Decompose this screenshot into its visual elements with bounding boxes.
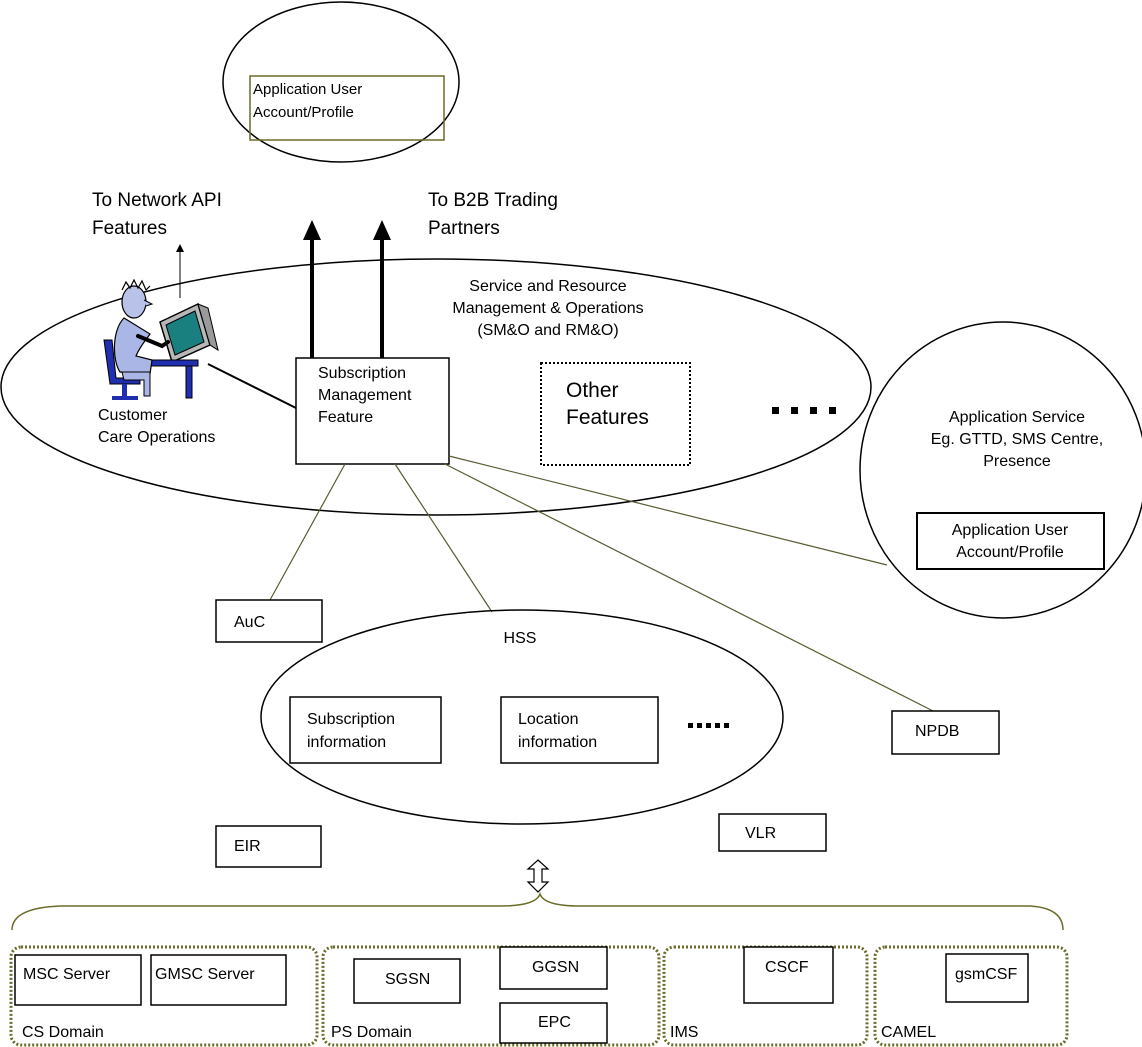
smo-title-line3: (SM&O and RM&O) [477, 322, 618, 339]
msc-server-label: MSC Server [23, 966, 111, 983]
cs-domain-label: CS Domain [22, 1024, 104, 1041]
gsmcsf-label: gsmCSF [955, 966, 1017, 983]
msc-server-box [14, 954, 142, 1006]
eir-label: EIR [234, 838, 261, 855]
b2b-label-line1: To B2B Trading [428, 190, 558, 211]
cs-domain-box [9, 945, 319, 1047]
gmsc-server-box [150, 954, 287, 1006]
thick-arrow-left-head [303, 220, 321, 240]
smo-title-line2: Management & Operations [452, 300, 643, 317]
other-features-line1: Other [566, 379, 619, 402]
b2b-label-line2: Partners [428, 218, 500, 239]
hss-subscription-line1: Subscription [307, 711, 395, 728]
ps-domain-label: PS Domain [331, 1024, 412, 1041]
app-service-title-line1: Application Service [949, 409, 1085, 426]
double-arrow-icon [526, 859, 550, 893]
epc-label: EPC [538, 1014, 571, 1031]
app-service-profile-line2: Account/Profile [956, 544, 1064, 561]
ims-domain-label: IMS [670, 1024, 698, 1041]
customer-care-link [207, 363, 297, 409]
subscription-feature-line3: Feature [318, 409, 373, 426]
customer-care-person-icon [103, 278, 219, 400]
app-service-title-line3: Presence [983, 453, 1051, 470]
eir-box [215, 825, 322, 868]
npdb-label: NPDB [915, 723, 959, 740]
smo-ellipse [0, 258, 872, 516]
customer-care-line1: Customer [98, 407, 168, 424]
subscription-feature-line1: Subscription [318, 365, 406, 382]
ps-domain-box [321, 945, 661, 1047]
application-service-circle [859, 321, 1142, 619]
hss-subscription-info-box [289, 696, 442, 764]
other-features-line2: Features [566, 406, 649, 429]
top-application-ellipse [222, 1, 460, 163]
top-profile-box [249, 75, 445, 141]
domains-brace [11, 891, 1064, 931]
subscription-links [269, 455, 936, 713]
top-profile-line2: Account/Profile [253, 104, 354, 121]
hss-location-line1: Location [518, 711, 579, 728]
vlr-box [718, 813, 827, 852]
hss-subscription-line2: information [307, 734, 386, 751]
ggsn-label: GGSN [532, 959, 579, 976]
app-service-profile-box [916, 512, 1105, 570]
hss-location-line2: information [518, 734, 597, 751]
app-service-title-line2: Eg. GTTD, SMS Centre, [931, 431, 1103, 448]
top-profile-line1: Application User [253, 81, 362, 98]
sgsn-box [353, 958, 461, 1004]
subscription-management-feature-box [295, 357, 450, 465]
network-api-label-line2: Features [92, 218, 167, 239]
npdb-box [891, 710, 1000, 755]
customer-care-line2: Care Operations [98, 429, 215, 446]
auc-box [215, 599, 323, 643]
top-application-group: Application User Account/Profile [222, 1, 460, 163]
sgsn-label: SGSN [385, 971, 430, 988]
smo-title-line1: Service and Resource [469, 278, 627, 295]
gsmcsf-box [945, 953, 1029, 1003]
camel-domain-box [873, 945, 1069, 1047]
network-api-label-line1: To Network API [92, 190, 222, 211]
hss-ellipse [260, 609, 784, 825]
epc-box [499, 1002, 608, 1044]
cscf-box [743, 946, 834, 1004]
smo-ellipsis-dots [772, 407, 836, 414]
hss-title: HSS [504, 630, 537, 647]
gmsc-server-label: GMSC Server [155, 966, 255, 983]
app-service-profile-line1: Application User [952, 522, 1069, 539]
hss-ellipsis-dots [688, 723, 729, 728]
hss-location-info-box [500, 696, 659, 764]
camel-domain-label: CAMEL [881, 1024, 936, 1041]
other-features-box [540, 362, 691, 466]
cscf-label: CSCF [765, 959, 809, 976]
auc-label: AuC [234, 614, 265, 631]
vlr-label: VLR [745, 825, 776, 842]
thick-arrow-right-head [373, 220, 391, 240]
ggsn-box [499, 946, 608, 990]
ims-domain-box [662, 945, 869, 1047]
subscription-feature-line2: Management [318, 387, 412, 404]
